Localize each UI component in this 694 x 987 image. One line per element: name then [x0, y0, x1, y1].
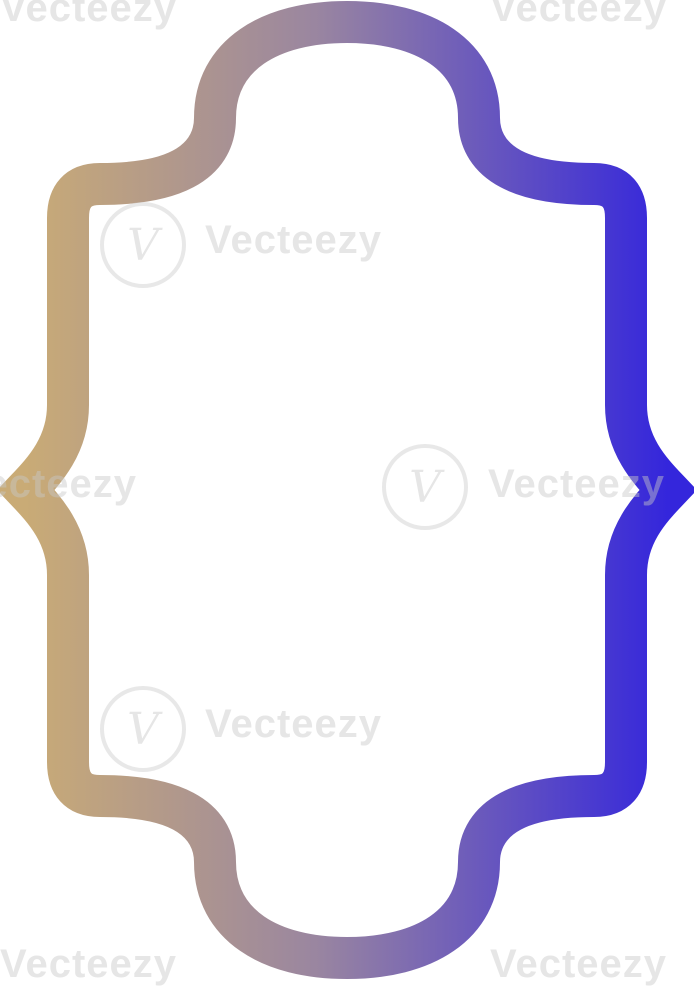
frame-canvas: Vecteezy Vecteezy Vecteezy Vecteezy Vect… — [0, 0, 694, 980]
ornamental-frame — [0, 0, 694, 980]
frame-outline — [0, 0, 694, 980]
